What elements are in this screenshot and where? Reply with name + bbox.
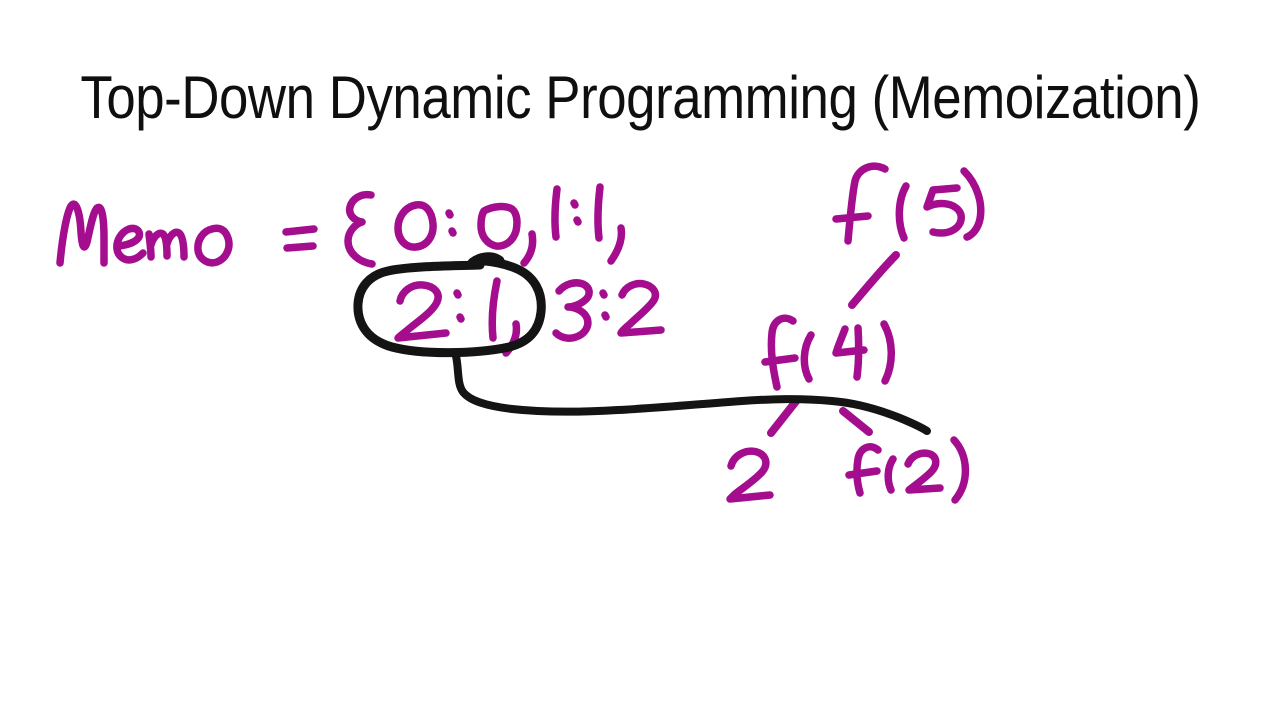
- tree-edges-f4-children: [767, 396, 873, 437]
- memo-equation-line1: [56, 183, 626, 268]
- tree-node-f2: [845, 436, 970, 504]
- memo-equation-line2-rest: [552, 279, 665, 342]
- page-title-text: Top-Down Dynamic Programming (Memoizatio…: [79, 64, 1200, 131]
- tree-node-leaf-2-strokes: [726, 447, 774, 503]
- tree-node-f5-strokes: [832, 162, 985, 245]
- tree-node-f5: [832, 162, 985, 245]
- memo-entry-circle-stroke: [353, 256, 546, 358]
- memo-entry-circle-overlap-hook: [467, 252, 505, 269]
- tree-edge-f5-f4-stroke: [848, 251, 900, 309]
- memo-line2-rest-strokes: [552, 279, 665, 342]
- tree-node-f4-strokes: [761, 314, 895, 391]
- page-title: Top-Down Dynamic Programming (Memoizatio…: [0, 68, 1280, 128]
- memo-circled-entry: [394, 277, 521, 357]
- tree-edges-f4-children-strokes: [767, 396, 873, 437]
- tree-node-leaf-2: [726, 447, 774, 503]
- tree-edge-f5-f4: [848, 251, 900, 309]
- memo-to-tree-connector-stroke: [452, 352, 931, 435]
- memo-entry-circle-annotation: [353, 252, 546, 358]
- memo-to-tree-connector-line: [452, 352, 931, 435]
- memo-line1-strokes: [56, 183, 626, 268]
- tree-node-f2-strokes: [845, 436, 970, 504]
- tree-node-f4: [761, 314, 895, 391]
- memo-circled-entry-strokes: [394, 277, 521, 357]
